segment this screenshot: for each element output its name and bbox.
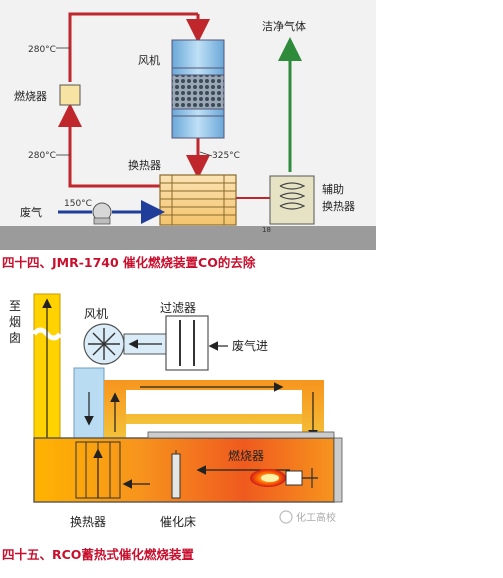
caption-45: 四十五、RCO蓄热式催化燃烧装置 [2,547,194,562]
filter-box [165,315,209,371]
fan-label-2: 风机 [84,307,108,321]
red-loop-line [68,12,198,82]
rco-diagram: 至 烟 囱 风机 过滤器 废气进 燃烧器 换热器 催化床 化工高校 [9,293,343,529]
temp-top-left: 280°C [28,45,56,55]
aux-label-line1: 辅助 [322,182,344,196]
burner-flame-icon [250,468,318,488]
chimney-char-2: 烟 [9,315,21,329]
temp-inlet: 150°C [64,199,92,209]
temp-mid-left: 280°C [28,151,56,161]
fan-label: 风机 [138,53,160,67]
waste-gas-in-label: 废气进 [232,338,268,353]
burner-label: 燃烧器 [14,89,47,103]
jmr-1740-diagram: 280°C 燃烧器 280°C 风机 325°C 换热器 废气 150°C 洁净… [0,0,376,250]
chimney-char-3: 囱 [9,331,21,345]
hot-duct [104,380,324,444]
chimney-char-1: 至 [9,299,21,313]
aux-label-line2: 换热器 [322,199,355,213]
heat-exchanger-2 [75,441,121,499]
edge-fragment: 18 [262,226,271,234]
red-return-line [58,103,160,188]
fan-tower [171,39,225,139]
heat-exchanger-label-2: 换热器 [70,515,106,529]
burner-box [59,84,81,106]
burner-label-2: 燃烧器 [228,448,264,463]
temp-right: 325°C [212,151,240,161]
aux-heat-exchanger [269,175,315,225]
heat-exchanger-1 [159,174,237,226]
waste-gas-label: 废气 [20,205,42,219]
clean-gas-label: 洁净气体 [262,19,306,33]
watermark: 化工高校 [279,510,336,524]
ground-bar [0,226,376,250]
filter-label: 过滤器 [160,301,196,315]
catalyst-bed-label: 催化床 [160,515,196,529]
watermark-text: 化工高校 [296,511,336,524]
caption-44: 四十四、JMR-1740 催化燃烧装置CO的去除 [2,255,256,270]
heat-exchanger-label: 换热器 [128,158,161,172]
catalyst-bed [171,450,181,499]
